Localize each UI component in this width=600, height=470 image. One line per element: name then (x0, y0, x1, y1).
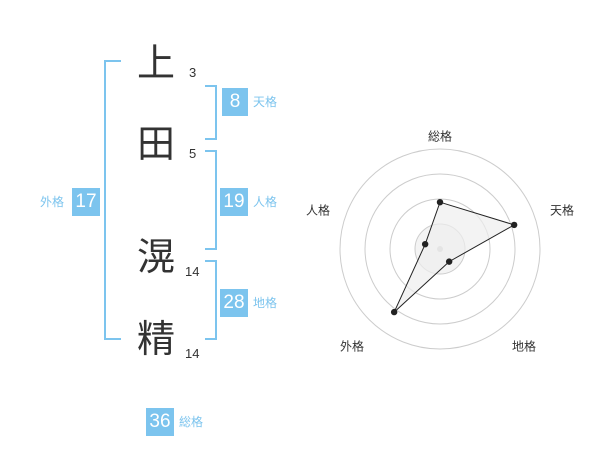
jinkaku-value: 19 (220, 188, 248, 216)
chikaku-value: 28 (220, 289, 248, 317)
radar-axis-label-5: 人格 (306, 203, 330, 218)
given-char-2-strokes: 14 (185, 346, 200, 361)
radar-axis-label-3: 地格 (512, 339, 536, 354)
radar-point-1 (436, 199, 444, 206)
radar-point-4 (390, 308, 398, 316)
radar-data-area (393, 201, 516, 313)
chikaku-bracket (205, 260, 217, 340)
tenkaku-label: 天格 (253, 95, 278, 109)
surname-char-2: 田 (136, 122, 175, 166)
radar-grid-ring (339, 148, 541, 350)
given-char-1: 滉 (136, 235, 175, 279)
jinkaku-label: 人格 (253, 195, 278, 209)
surname-char-1: 上 (136, 41, 175, 85)
soukaku-label: 総格 (179, 415, 204, 429)
given-char-2: 精 (136, 317, 175, 361)
tenkaku-value: 8 (222, 88, 248, 116)
jinkaku-bracket (205, 150, 217, 250)
surname-char-2-strokes: 5 (189, 146, 197, 161)
radar-axis-label-4: 外格 (340, 339, 364, 354)
radar-data-points (390, 199, 518, 316)
gaikaku-value: 17 (72, 188, 100, 216)
chikaku-label: 地格 (253, 296, 278, 310)
radar-axis-label-2: 天格 (550, 203, 574, 218)
given-char-1-strokes: 14 (185, 264, 200, 279)
surname-char-1-strokes: 3 (189, 65, 197, 80)
radar-grid-ring (364, 173, 516, 325)
gaikaku-label: 外格 (40, 195, 65, 209)
soukaku-value: 36 (146, 408, 174, 436)
radar-point-3 (445, 258, 453, 265)
radar-axis-label-1: 総格 (428, 129, 452, 144)
tenkaku-bracket (205, 85, 217, 140)
radar-point-2 (510, 221, 518, 229)
gaikaku-bracket (104, 60, 121, 340)
radar-point-5 (421, 240, 429, 248)
